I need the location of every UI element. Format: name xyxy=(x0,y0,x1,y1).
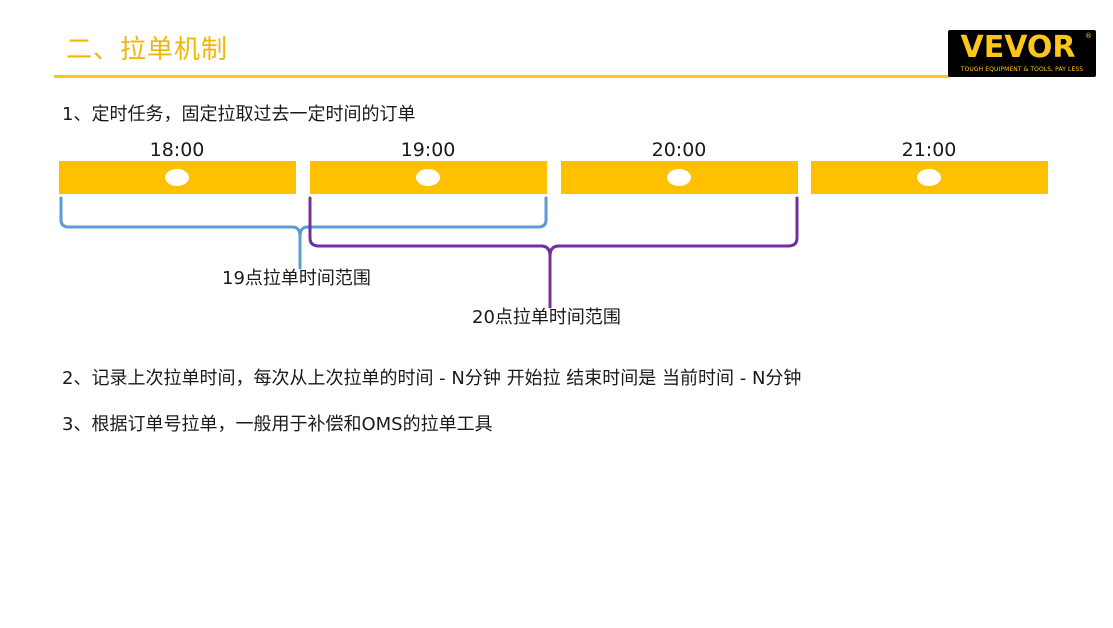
slot-marker-dot xyxy=(667,169,691,186)
timeline-slot-2100 xyxy=(811,161,1048,194)
timeline-label-2100: 21:00 xyxy=(901,139,957,161)
range-20-label: 20点拉单时间范围 xyxy=(472,307,621,328)
timeline-label-1800: 18:00 xyxy=(149,139,205,161)
point-3-text: 3、根据订单号拉单，一般用于补偿和OMS的拉单工具 xyxy=(62,414,493,435)
timeline-label-2000: 20:00 xyxy=(651,139,707,161)
timeline-slot-1800 xyxy=(59,161,296,194)
range-19-label: 19点拉单时间范围 xyxy=(222,268,371,289)
slot-marker-dot xyxy=(917,169,941,186)
logo-wordmark: VEVOR xyxy=(960,30,1076,65)
logo-tagline: TOUGH EQUIPMENT & TOOLS, PAY LESS xyxy=(960,66,1084,73)
range-19-bracket xyxy=(59,196,548,270)
title-underline xyxy=(54,75,950,78)
slide-title: 二、拉单机制 xyxy=(66,35,229,65)
vevor-logo: VEVOR ® TOUGH EQUIPMENT & TOOLS, PAY LES… xyxy=(948,30,1096,77)
point-2-text: 2、记录上次拉单时间，每次从上次拉单的时间 - N分钟 开始拉 结束时间是 当前… xyxy=(62,368,802,389)
point-1-text: 1、定时任务，固定拉取过去一定时间的订单 xyxy=(62,104,416,125)
timeline-label-1900: 19:00 xyxy=(400,139,456,161)
slot-marker-dot xyxy=(165,169,189,186)
timeline-slot-2000 xyxy=(561,161,798,194)
timeline-slot-1900 xyxy=(310,161,547,194)
slot-marker-dot xyxy=(416,169,440,186)
range-20-bracket xyxy=(308,196,799,309)
logo-registered-mark: ® xyxy=(1085,32,1092,40)
